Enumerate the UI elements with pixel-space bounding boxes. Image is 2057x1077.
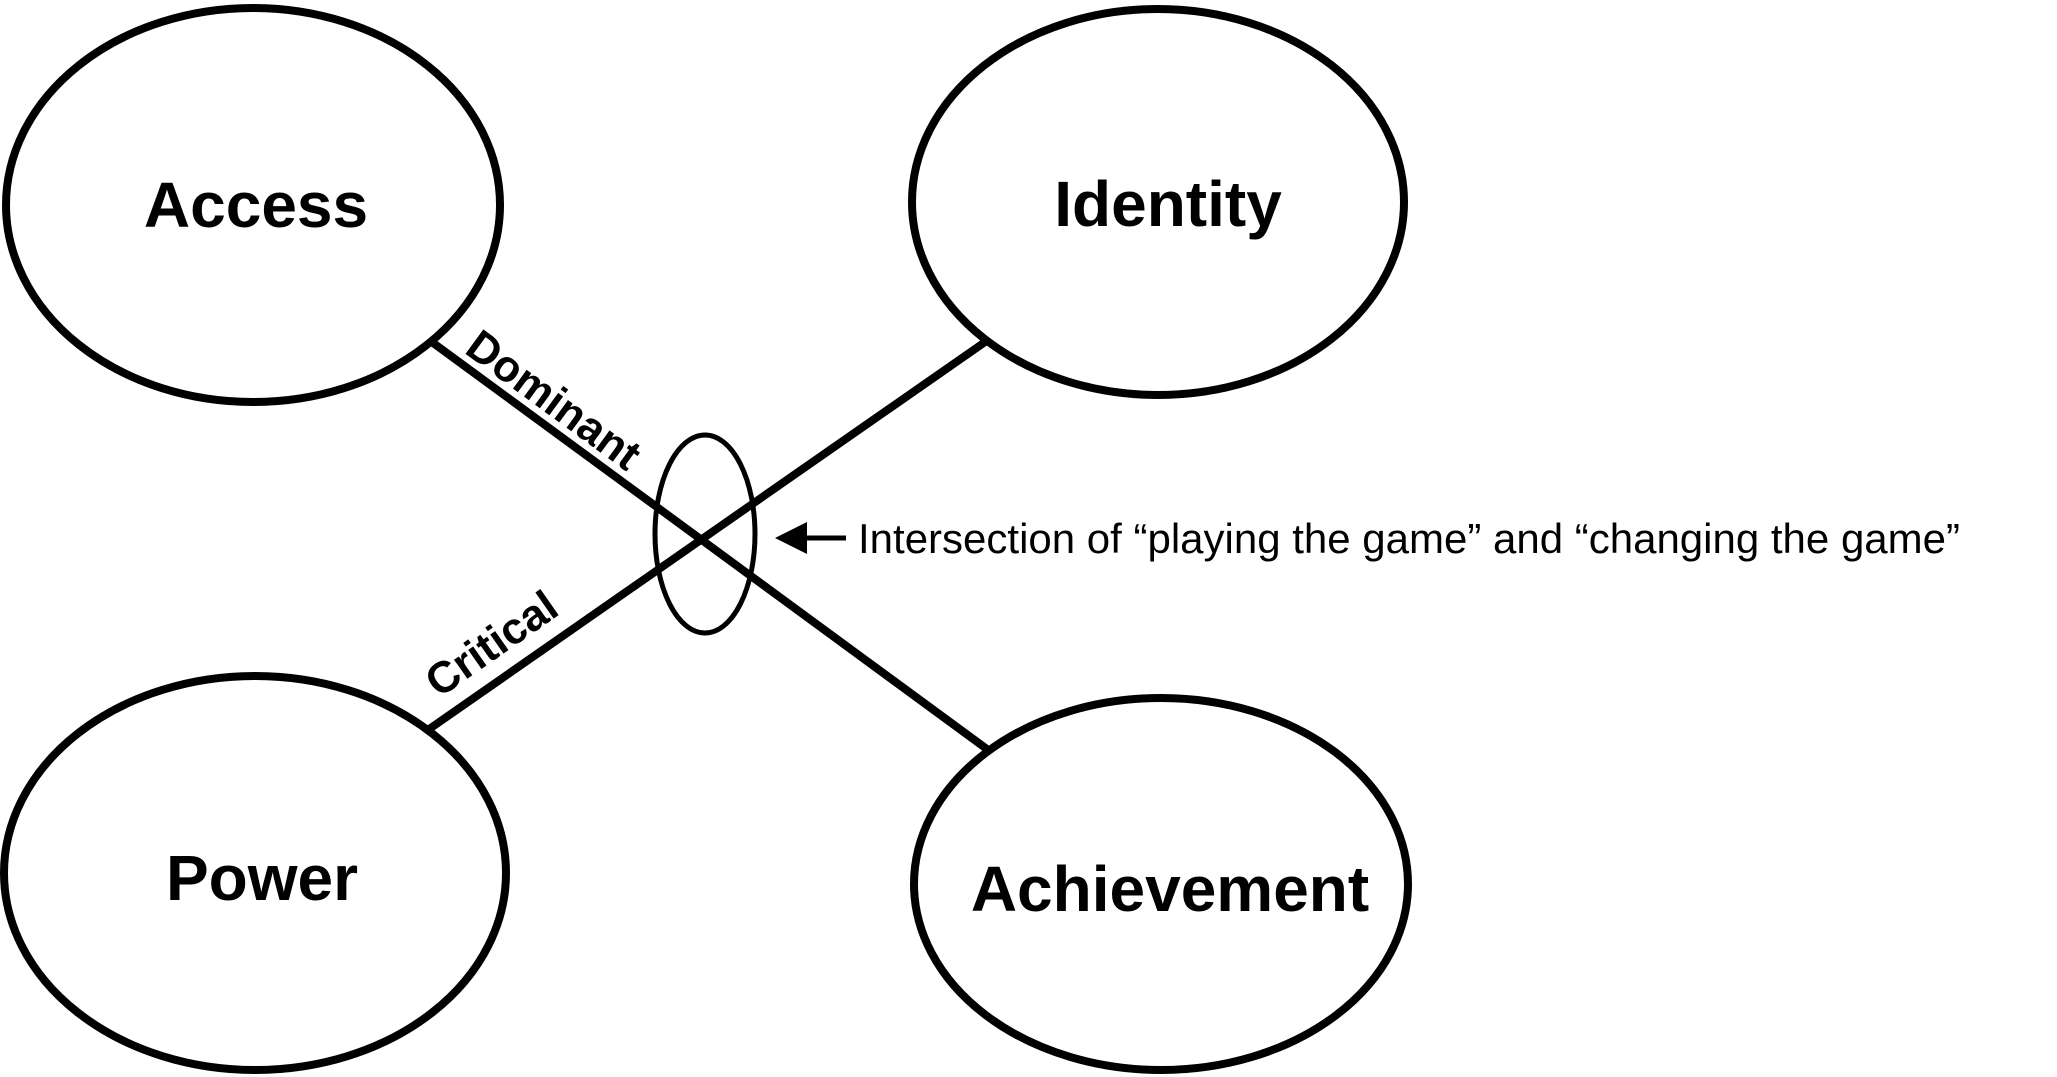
dominant-edge-label: Dominant bbox=[457, 321, 650, 481]
dominant-edge-line bbox=[407, 322, 1013, 770]
critical-edge-line bbox=[409, 322, 1011, 745]
power-node-label: Power bbox=[166, 842, 358, 914]
left-arrow-icon bbox=[775, 522, 807, 554]
identity-node-ellipse bbox=[908, 5, 1408, 399]
power-node-ellipse bbox=[0, 672, 510, 1074]
access-node-label: Access bbox=[144, 169, 368, 241]
annotation-arrow bbox=[775, 522, 846, 554]
intersection-ellipse bbox=[652, 432, 758, 636]
achievement-node-ellipse bbox=[910, 694, 1412, 1074]
annotation-text: Intersection of “playing the game” and “… bbox=[858, 515, 1960, 562]
access-node-ellipse bbox=[2, 4, 504, 406]
achievement-node-label: Achievement bbox=[971, 853, 1369, 925]
identity-node-label: Identity bbox=[1054, 168, 1282, 240]
